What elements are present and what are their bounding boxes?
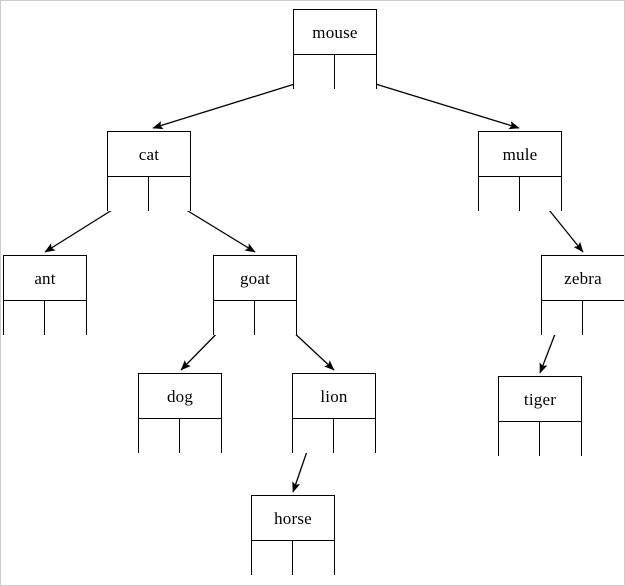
right-pointer-cell-mouse[interactable] [335,55,376,89]
tree-node-horse[interactable]: horse [251,495,335,575]
left-pointer-cell-horse[interactable] [252,541,293,575]
tree-node-label-goat: goat [239,268,271,288]
tree-node-pointers-tiger [499,421,581,456]
right-pointer-cell-zebra[interactable] [583,301,624,335]
right-pointer-cell-cat[interactable] [149,177,190,211]
tree-node-label-mule: mule [502,144,538,164]
left-pointer-cell-zebra[interactable] [542,301,583,335]
tree-edge-mouse-mule [355,77,520,130]
tree-node-label-cat: cat [138,144,160,164]
right-pointer-cell-dog[interactable] [180,419,221,453]
right-pointer-cell-lion[interactable] [334,419,375,453]
tree-node-pointers-ant [4,300,86,335]
tree-node-label-lion: lion [320,386,348,406]
tree-node-label-mouse: mouse [312,22,358,42]
tree-node-pointers-zebra [542,300,624,335]
left-pointer-cell-cat[interactable] [108,177,149,211]
left-pointer-cell-tiger[interactable] [499,422,540,456]
right-pointer-cell-mule[interactable] [520,177,561,211]
tree-node-pointers-cat [108,176,190,211]
right-pointer-cell-horse[interactable] [293,541,334,575]
tree-node-label-zebra: zebra [564,268,602,288]
tree-node-label-ant: ant [34,268,56,288]
left-pointer-cell-mule[interactable] [479,177,520,211]
tree-node-mule[interactable]: mule [478,131,562,211]
tree-node-lion[interactable]: lion [292,373,376,453]
tree-node-pointers-goat [214,300,296,335]
tree-edge-mouse-cat [152,77,315,130]
left-pointer-cell-dog[interactable] [139,419,180,453]
right-pointer-cell-tiger[interactable] [540,422,581,456]
left-pointer-cell-lion[interactable] [293,419,334,453]
tree-node-mouse[interactable]: mouse [293,9,377,89]
tree-node-label-tiger: tiger [523,389,557,409]
tree-node-goat[interactable]: goat [213,255,297,335]
right-pointer-cell-goat[interactable] [255,301,296,335]
tree-node-cat[interactable]: cat [107,131,191,211]
tree-node-zebra[interactable]: zebra [541,255,624,335]
left-pointer-cell-goat[interactable] [214,301,255,335]
tree-node-pointers-horse [252,540,334,575]
tree-node-pointers-lion [293,418,375,453]
tree-node-label-horse: horse [274,508,312,528]
tree-node-tiger[interactable]: tiger [498,376,582,456]
tree-node-ant[interactable]: ant [3,255,87,335]
right-pointer-cell-ant[interactable] [45,301,86,335]
tree-node-label-dog: dog [166,386,194,406]
tree-node-dog[interactable]: dog [138,373,222,453]
tree-node-pointers-mouse [294,54,376,89]
left-pointer-cell-mouse[interactable] [294,55,335,89]
tree-node-pointers-mule [479,176,561,211]
tree-node-pointers-dog [139,418,221,453]
left-pointer-cell-ant[interactable] [4,301,45,335]
